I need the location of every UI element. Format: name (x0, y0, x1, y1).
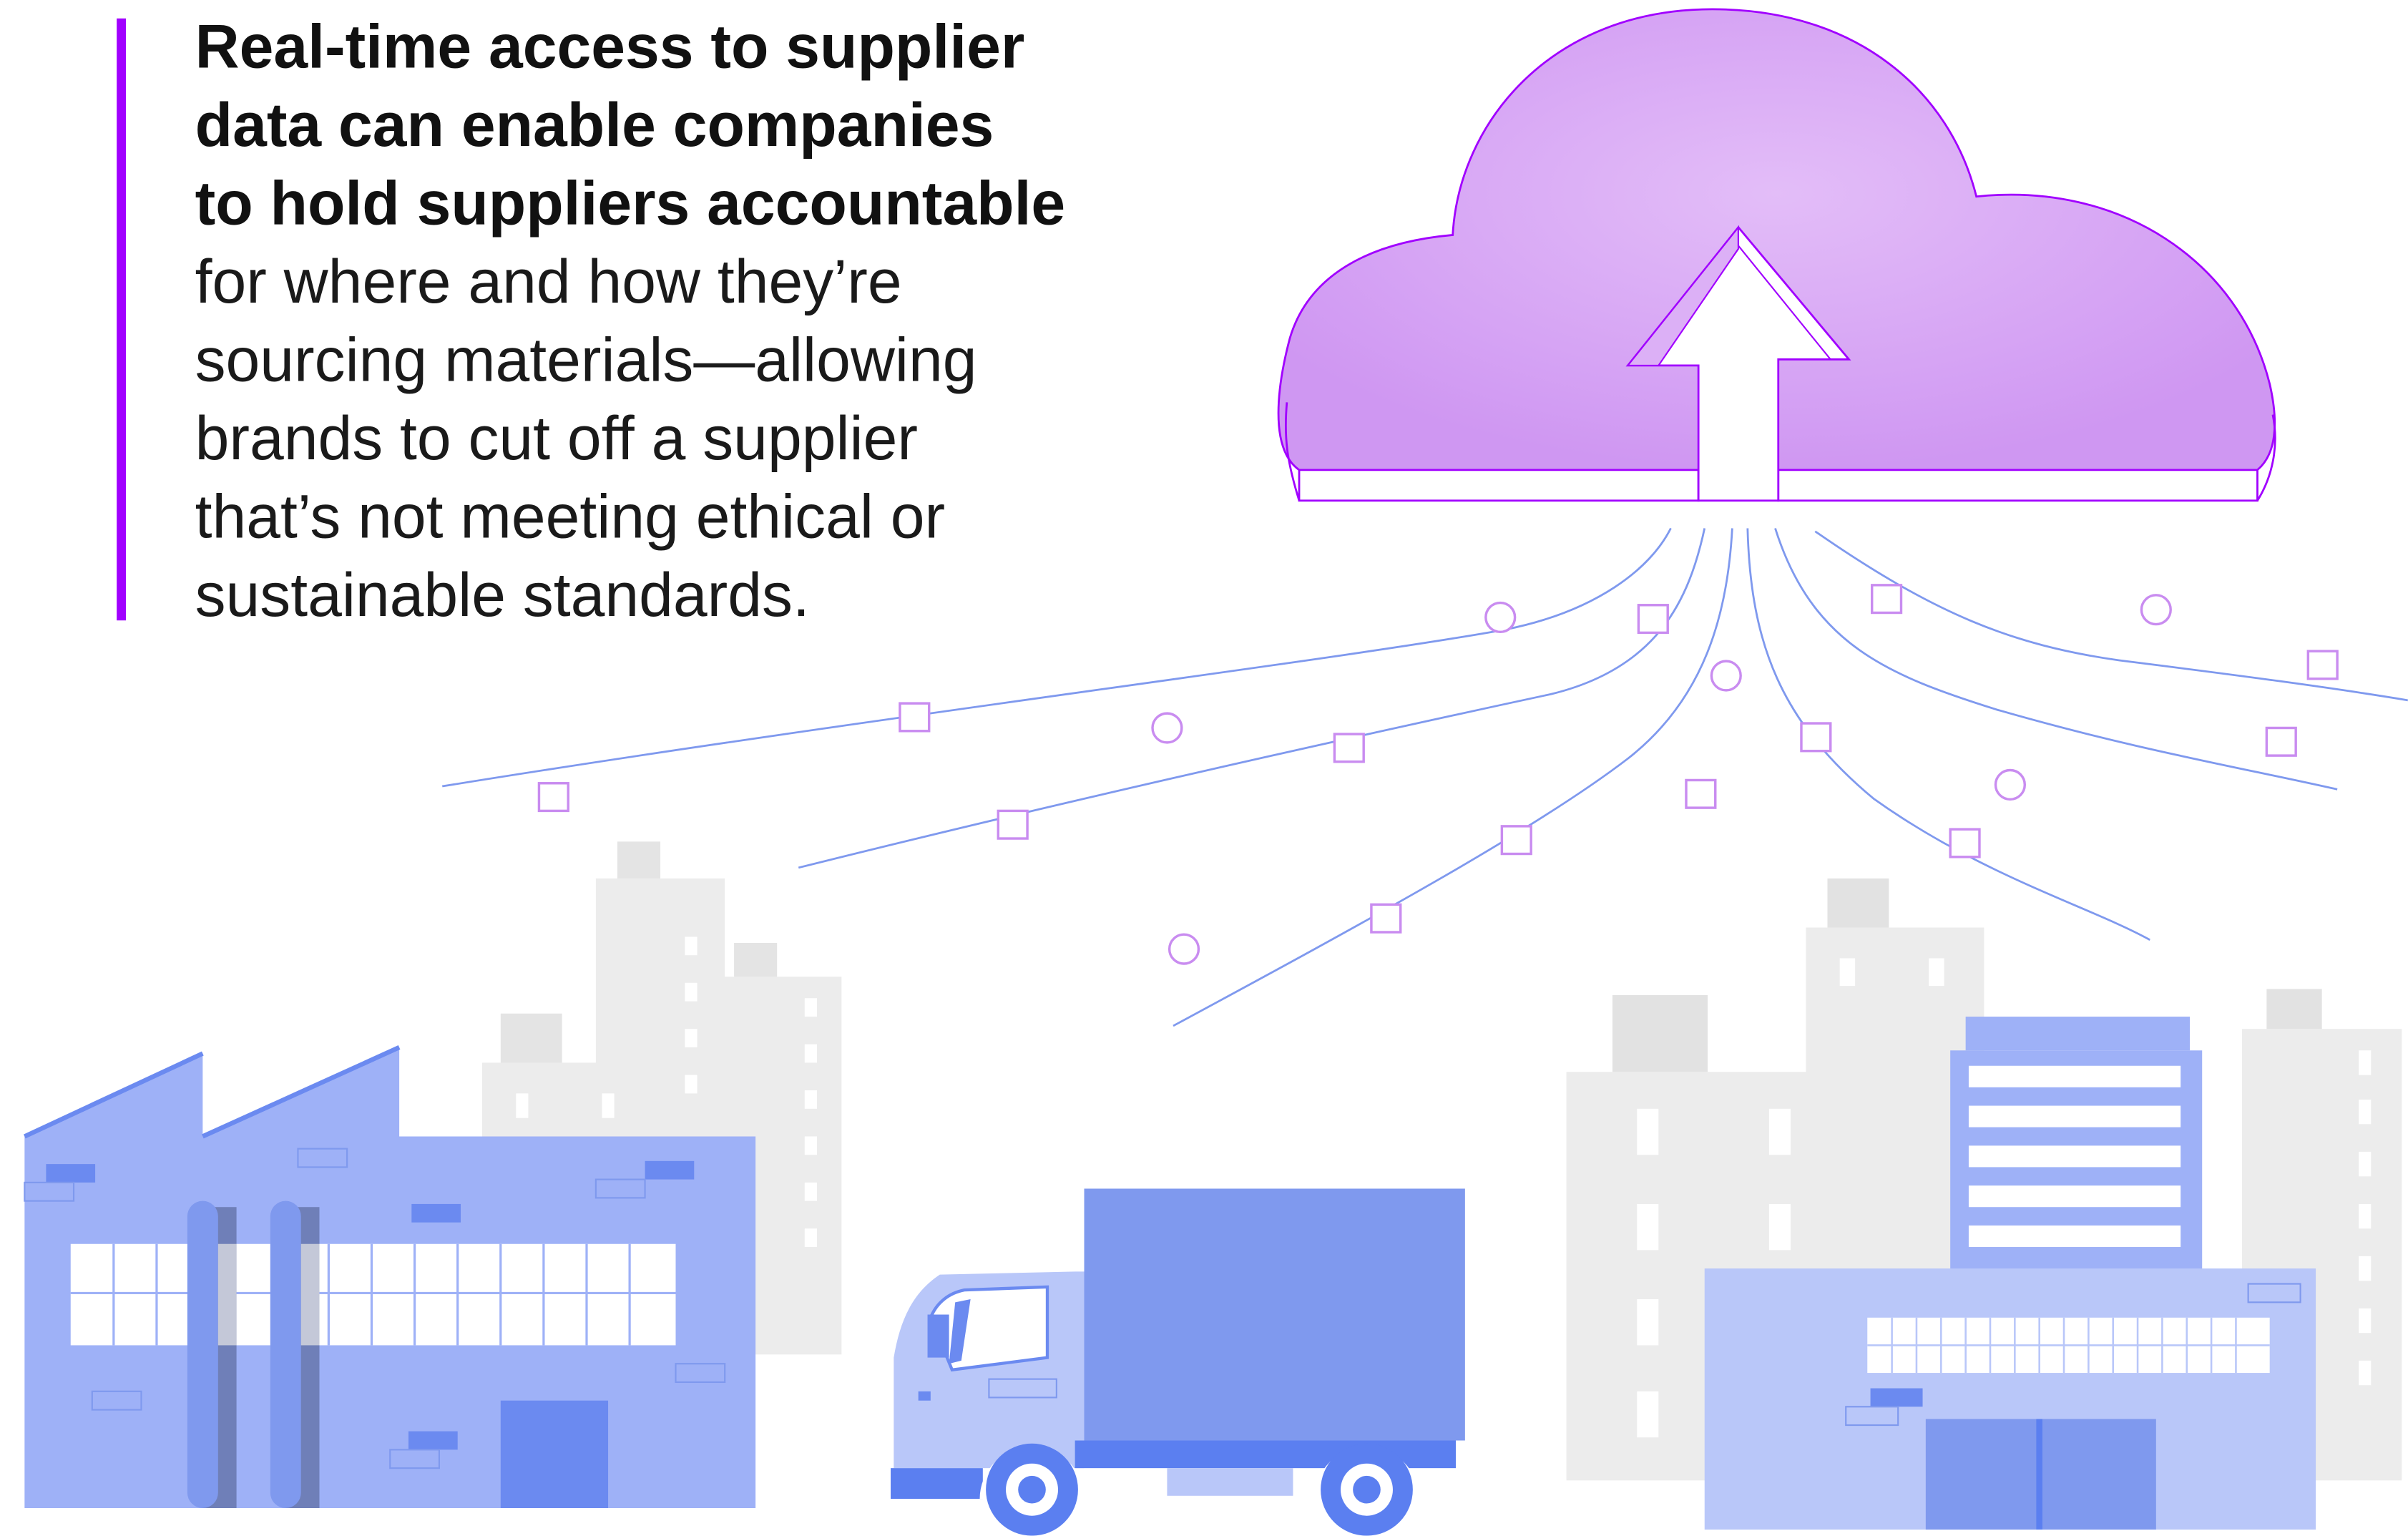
accent-bar (117, 18, 127, 621)
quote-text: Real-time access to supplier data can en… (195, 9, 1271, 636)
data-network-lines (441, 527, 2408, 1027)
quote-line: sustainable standards. (195, 562, 810, 630)
quote-bold-line: data can enable companies (195, 92, 994, 160)
warehouse-icon (1704, 1268, 2316, 1530)
quote-bold-line: to hold suppliers accountable (195, 170, 1066, 238)
office-tower-icon (1950, 1017, 2203, 1281)
truck-icon (891, 1188, 1465, 1536)
factory-icon (23, 1045, 756, 1508)
cloud-icon (1277, 8, 2276, 502)
quote-line: brands to cut off a supplier (195, 405, 918, 474)
data-network-nodes (537, 584, 2339, 965)
quote-line: for where and how they’re (195, 248, 902, 317)
quote-line: that’s not meeting ethical or (195, 484, 946, 552)
upload-arrow-icon (1625, 225, 1851, 502)
quote-bold-line: Real-time access to supplier (195, 14, 1025, 82)
quote-line: sourcing materials—allowing (195, 327, 977, 395)
